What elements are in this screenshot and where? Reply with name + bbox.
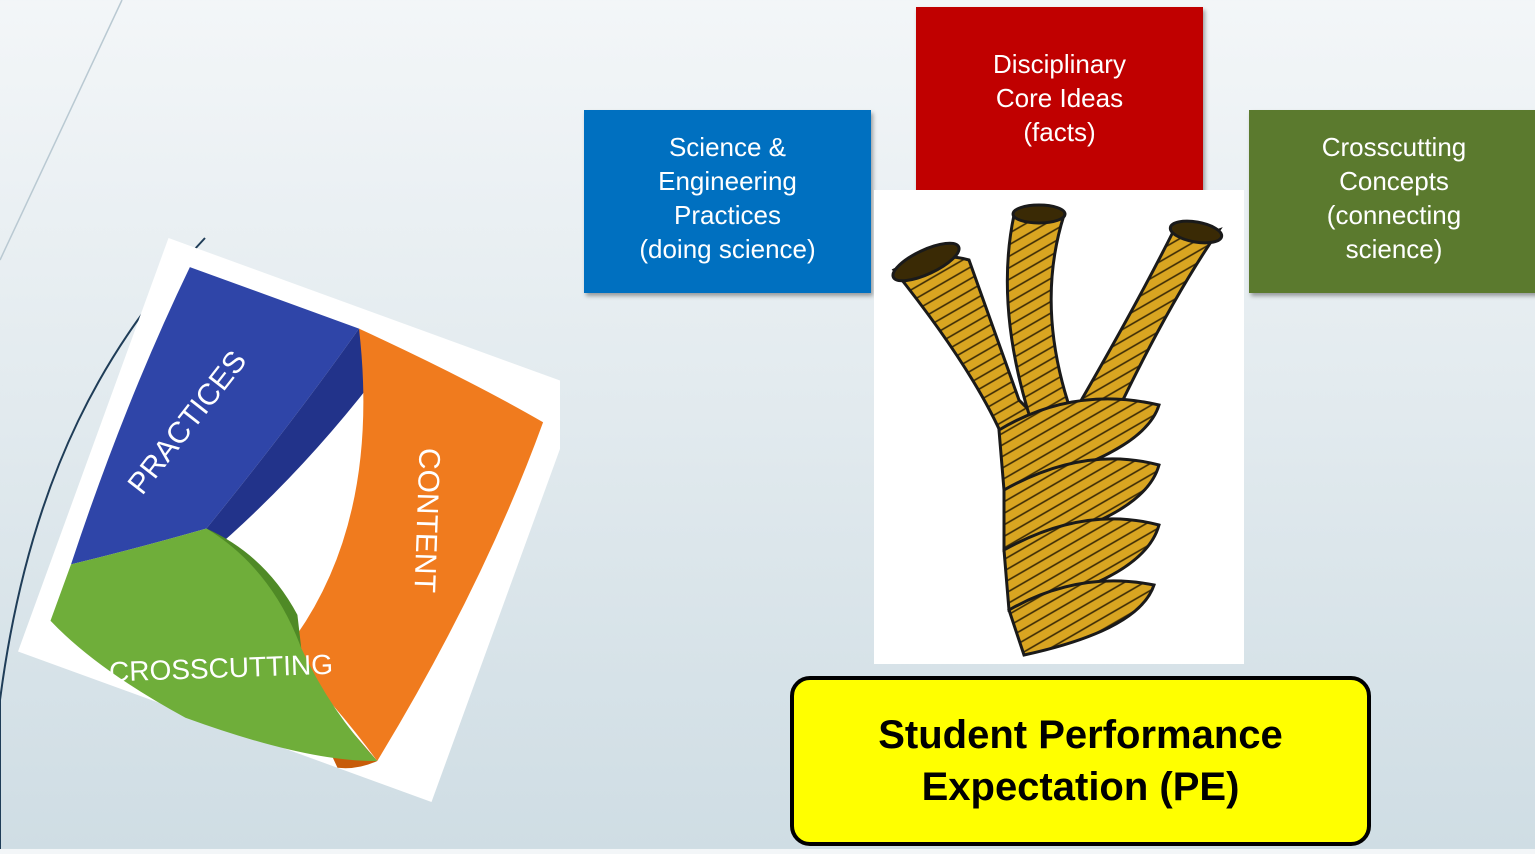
- crosscutting-line-1: Crosscutting: [1321, 132, 1467, 162]
- pe-title-line-1: Student Performance: [878, 713, 1283, 757]
- disciplinary-core-ideas-box: Disciplinary Core Ideas (facts): [916, 7, 1203, 197]
- triad-label-content: CONTENT: [408, 447, 446, 593]
- crosscutting-line-3: (connecting: [1326, 200, 1462, 230]
- practices-line-3: Practices: [674, 200, 781, 230]
- practices-band-shadow: [206, 328, 392, 556]
- rope-strand-middle-end: [1011, 203, 1067, 225]
- student-performance-expectation-box: Student Performance Expectation (PE): [790, 676, 1371, 846]
- crosscutting-band: [50, 528, 378, 761]
- rope-strand-right-end: [1168, 219, 1224, 245]
- core-ideas-line-2: Core Ideas: [995, 83, 1124, 113]
- practices-line-4: (doing science): [639, 234, 816, 264]
- crosscutting-line-2: Concepts: [1339, 166, 1449, 196]
- science-engineering-practices-box: Science & Engineering Practices (doing s…: [584, 110, 871, 293]
- practices-line-1: Science &: [668, 132, 787, 162]
- practices-band: [71, 267, 360, 565]
- pe-title-line-2: Expectation (PE): [921, 765, 1240, 809]
- core-ideas-line-3: (facts): [1023, 117, 1096, 147]
- crosscutting-line-4: science): [1345, 234, 1443, 264]
- rope-strand-left-end: [891, 241, 961, 283]
- content-band: [283, 328, 544, 761]
- three-dimensions-triad-image: PRACTICES CONTENT CROSSCUTTING: [0, 0, 582, 849]
- practices-line-2: Engineering: [658, 166, 797, 196]
- rope-icon: [874, 190, 1244, 664]
- rope-twist-4: [1007, 579, 1156, 657]
- core-ideas-line-1: Disciplinary: [993, 49, 1126, 79]
- crosscutting-concepts-box: Crosscutting Concepts (connecting scienc…: [1249, 110, 1535, 293]
